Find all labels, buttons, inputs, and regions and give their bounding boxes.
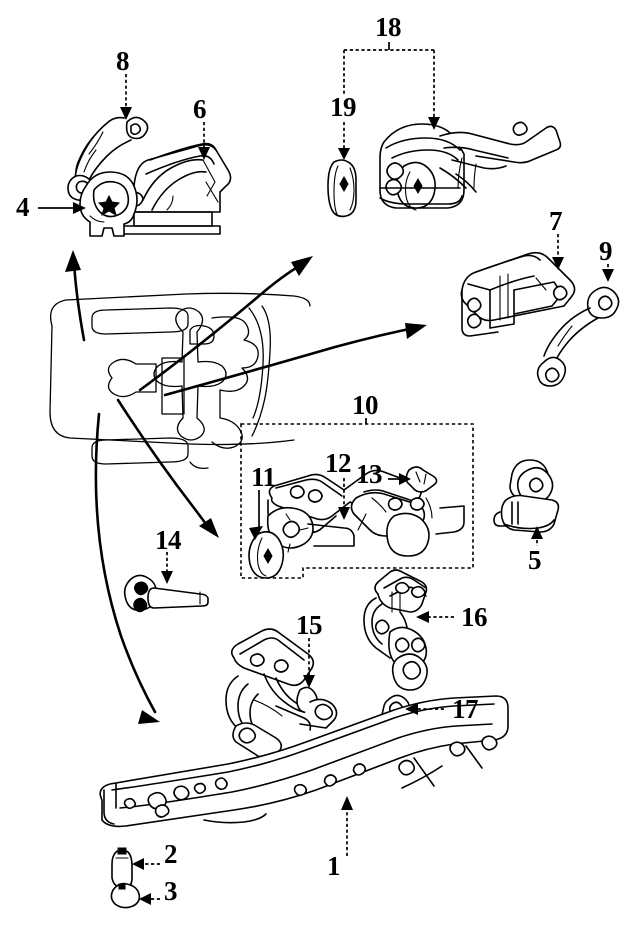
leader-9 — [602, 264, 614, 282]
callout-label-11: 11 — [251, 462, 276, 492]
callout-label-2: 2 — [164, 839, 178, 869]
leader-4 — [38, 202, 86, 214]
leader-14 — [161, 552, 173, 584]
leader-13 — [388, 473, 411, 485]
vehicle-body-outline — [49, 292, 311, 470]
part-2-bushing-spacer — [111, 847, 133, 889]
leader-8 — [120, 74, 132, 120]
leader-3 — [139, 893, 160, 905]
part-8-engine-torque-rod — [67, 116, 149, 202]
callout-label-18: 18 — [375, 12, 402, 42]
callout-label-13: 13 — [356, 459, 383, 489]
part-11-steering-gear-bushing — [248, 530, 285, 579]
explode-arrow-down-right — [116, 398, 219, 538]
part-6-engine-mount-bracket-left — [121, 142, 232, 235]
part-3-cone-nut — [110, 882, 141, 909]
callout-label-7: 7 — [549, 206, 563, 236]
callout-label-1: 1 — [327, 851, 341, 881]
leader-11 — [249, 490, 263, 540]
explode-arrow-long-down — [94, 412, 160, 724]
part-1-front-suspension-crossmember — [99, 695, 509, 828]
leader-5 — [531, 526, 543, 546]
part-12-steering-gear-housing — [266, 469, 465, 557]
leader-16 — [416, 611, 454, 623]
explode-arrow-mid-right — [163, 323, 427, 397]
callout-label-8: 8 — [116, 46, 130, 76]
part-9-engine-support-stay — [536, 286, 620, 387]
leader-15 — [303, 638, 315, 688]
leader-2 — [132, 858, 160, 870]
callout-label-4: 4 — [16, 192, 30, 222]
part-5-transmission-mount-insulator — [493, 459, 560, 533]
callout-label-3: 3 — [164, 876, 178, 906]
part-4-engine-mount-insulator — [79, 171, 138, 237]
explode-arrow-left-up — [65, 250, 86, 342]
leader-6 — [198, 122, 210, 160]
part-16-steering-knuckle-right — [363, 569, 428, 691]
callout-label-16: 16 — [461, 602, 488, 632]
callout-label-15: 15 — [296, 610, 323, 640]
callout-label-12: 12 — [325, 448, 352, 478]
leader-7 — [552, 234, 564, 270]
explode-arrow-upper-right — [138, 256, 313, 392]
part-15-steering-knuckle-left — [225, 628, 338, 759]
leader-12 — [338, 478, 350, 520]
callout-label-17: 17 — [452, 694, 479, 724]
callout-label-6: 6 — [193, 94, 207, 124]
callout-label-10: 10 — [352, 390, 379, 420]
callout-label-5: 5 — [528, 545, 542, 575]
part-14-stabilizer-link-bolt — [123, 574, 209, 613]
part-7-engine-mount-bracket-right — [460, 251, 576, 337]
leader-19 — [338, 122, 350, 160]
part-19-rear-mount-stopper — [327, 159, 357, 218]
part-10-assembly-box — [240, 423, 474, 579]
callout-label-14: 14 — [155, 525, 182, 555]
callout-label-19: 19 — [330, 92, 357, 122]
leader-17 — [405, 703, 444, 715]
leader-1 — [341, 796, 353, 856]
callout-label-9: 9 — [599, 236, 613, 266]
leader-18 — [343, 42, 440, 130]
part-18-rear-engine-mount-assembly — [379, 121, 562, 211]
